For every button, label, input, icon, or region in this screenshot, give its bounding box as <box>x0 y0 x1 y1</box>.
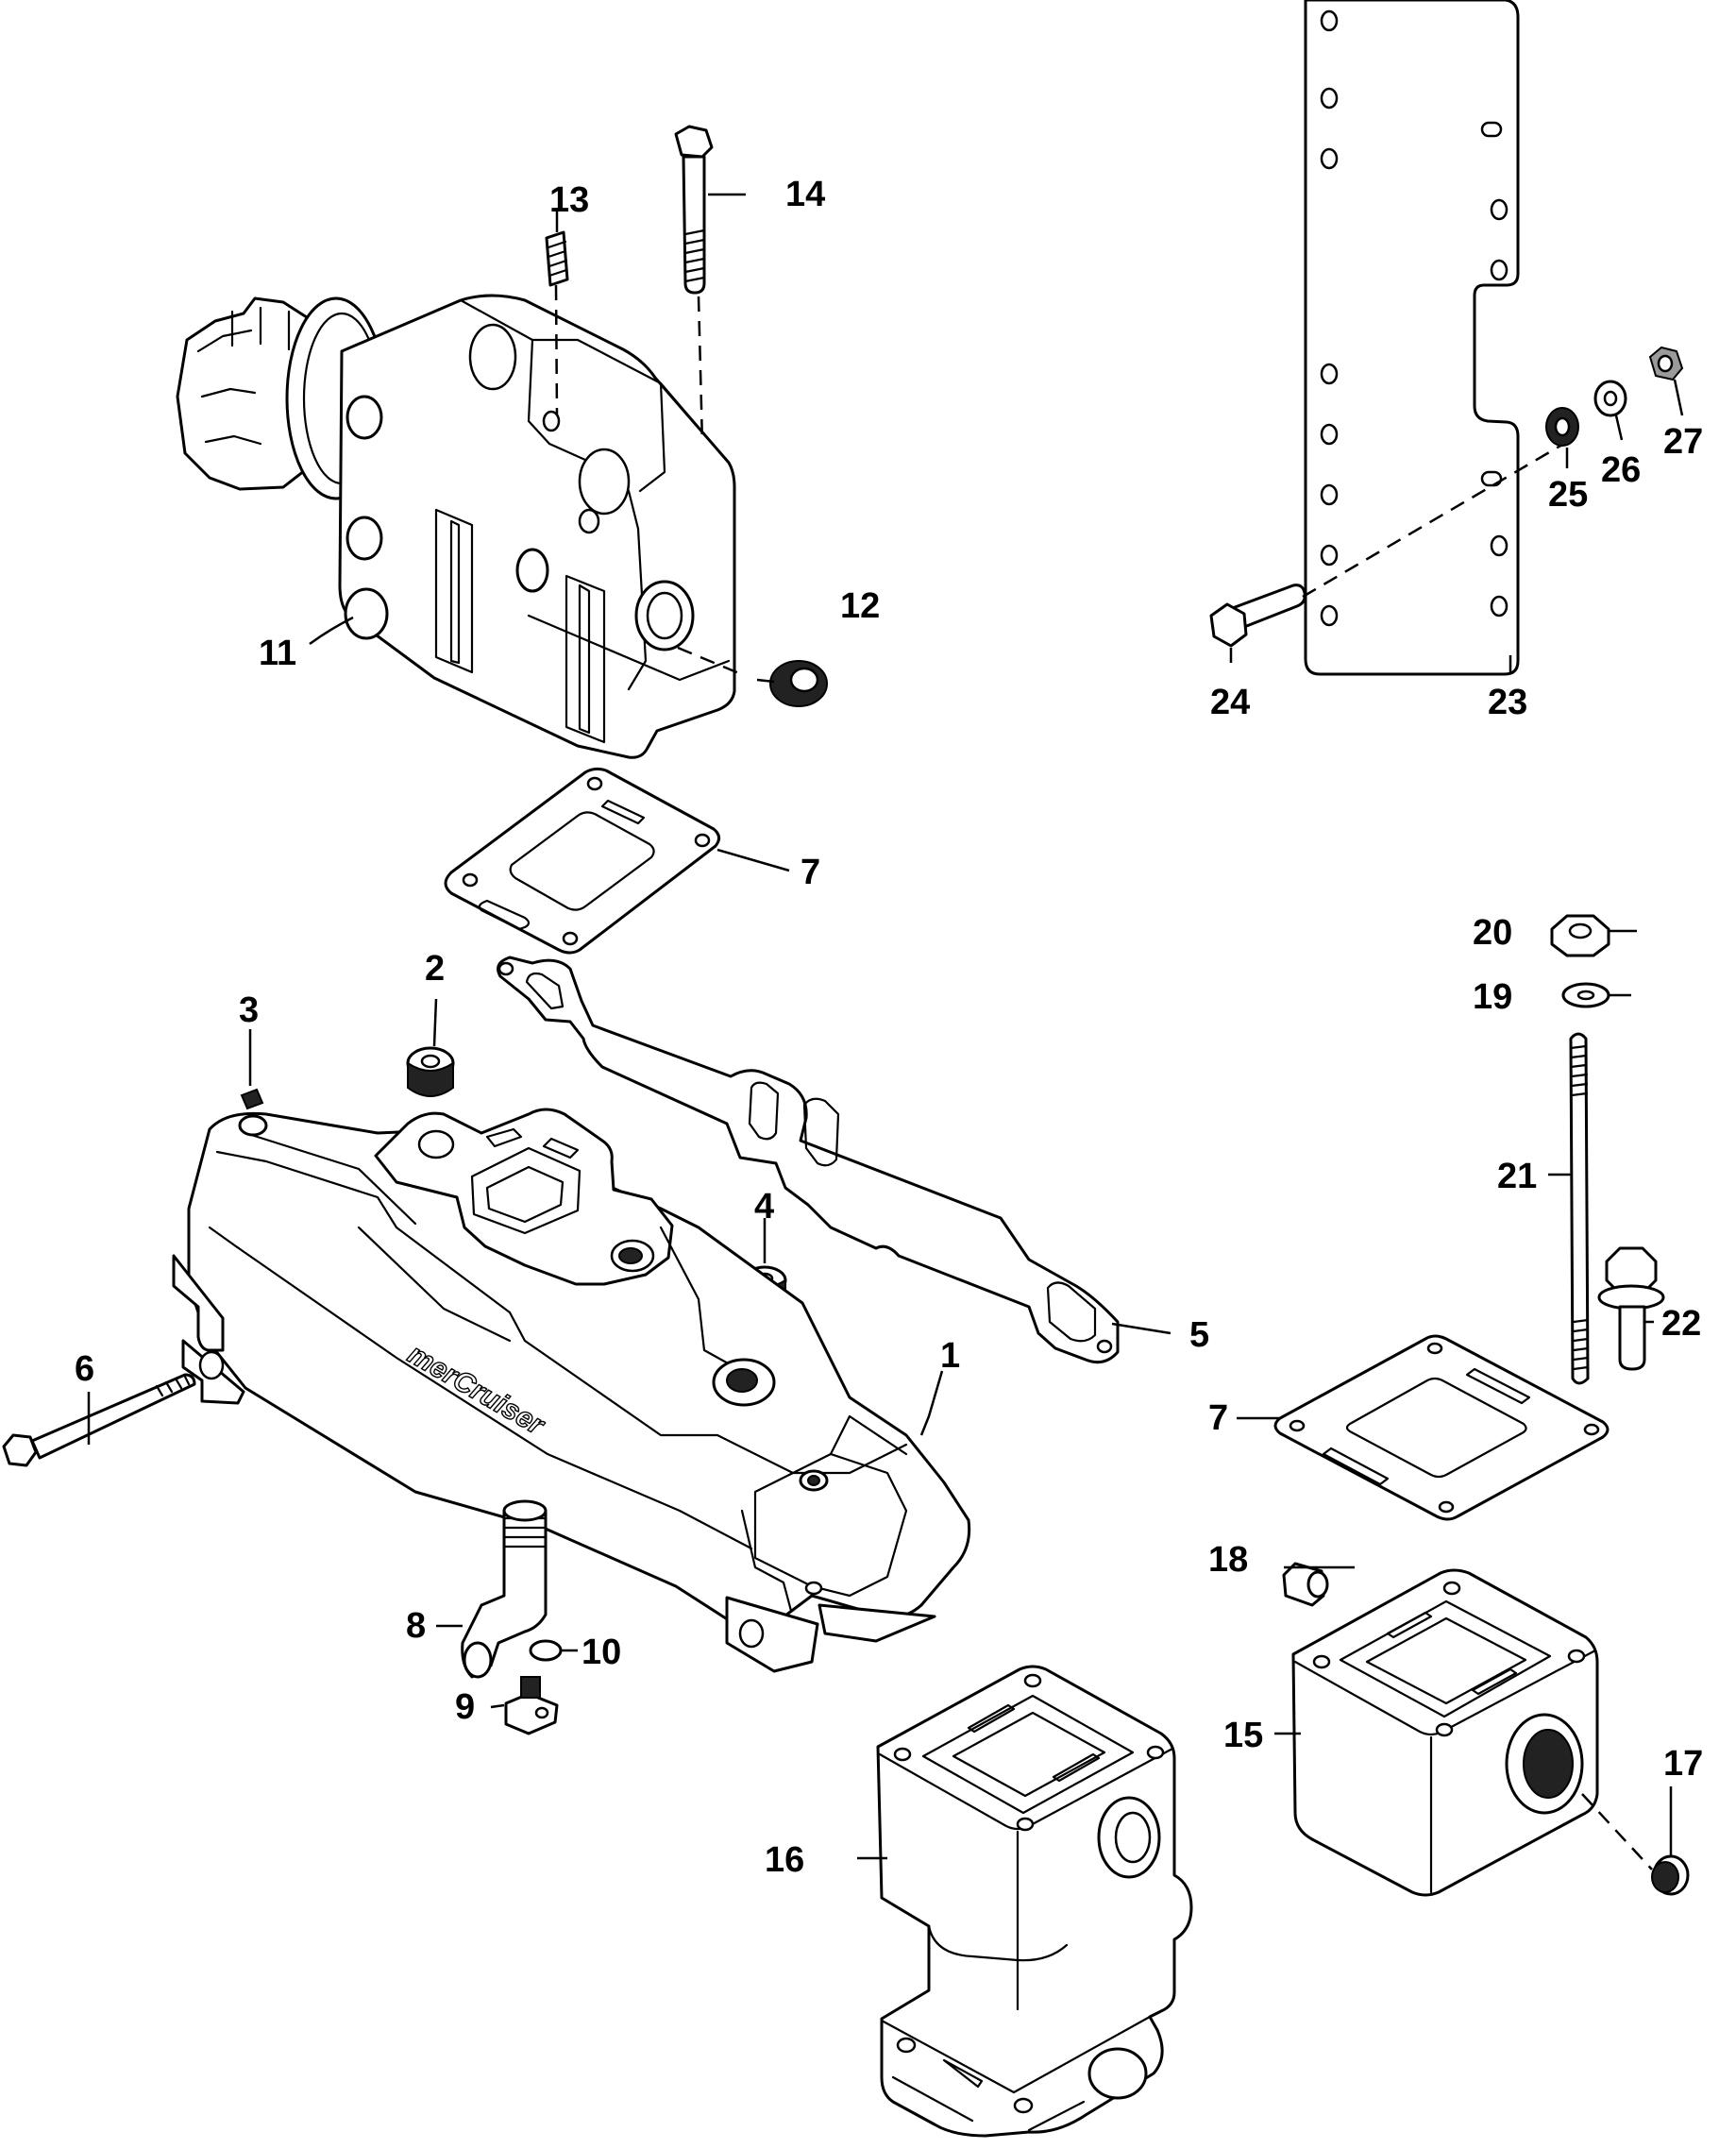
callout-3: 3 <box>239 990 259 1030</box>
plug-part-12 <box>769 660 828 707</box>
callout-27: 27 <box>1663 422 1703 462</box>
fitting-part-9 <box>504 1676 559 1735</box>
plug-part-13 <box>545 230 569 287</box>
callout-5: 5 <box>1189 1315 1209 1355</box>
riser-spacer-part-15 <box>1291 1568 1599 1897</box>
gasket-part-7-lower <box>1273 1334 1610 1521</box>
callout-9: 9 <box>455 1687 475 1727</box>
flat-washer-part-26 <box>1593 380 1627 417</box>
bolt-part-24 <box>1209 584 1306 648</box>
bolt-part-14 <box>674 125 714 295</box>
exhaust-elbow-part-16 <box>876 1665 1193 2138</box>
callout-24: 24 <box>1210 683 1250 722</box>
callout-12: 12 <box>840 586 880 626</box>
stud-part-21 <box>1569 1032 1590 1385</box>
mounting-plate-part-23 <box>1304 0 1520 676</box>
callout-10: 10 <box>581 1633 621 1672</box>
gasket-part-7-upper <box>444 767 720 955</box>
callout-11: 11 <box>259 634 296 673</box>
plug-part-2 <box>406 1046 455 1097</box>
callout-20: 20 <box>1473 913 1512 953</box>
callout-25: 25 <box>1548 475 1588 515</box>
bolt-part-22 <box>1597 1246 1665 1371</box>
nut-part-20 <box>1550 914 1610 957</box>
bolt-part-6 <box>2 1373 196 1467</box>
callout-7-upper: 7 <box>801 853 820 892</box>
leader-lines <box>87 193 1684 1860</box>
elbow-fitting-part-8 <box>461 1499 548 1679</box>
callout-26: 26 <box>1601 450 1641 490</box>
callout-labels: 1 2 3 4 5 6 7 7 8 9 10 11 12 13 14 15 16… <box>75 175 1703 1880</box>
callout-18: 18 <box>1208 1540 1248 1580</box>
plug-part-17 <box>1651 1854 1690 1896</box>
fitting-part-18 <box>1282 1562 1329 1607</box>
callout-13: 13 <box>549 180 589 220</box>
callout-6: 6 <box>75 1349 94 1389</box>
callout-19: 19 <box>1473 977 1512 1017</box>
exhaust-elbow-part-11 <box>176 294 736 759</box>
callout-15: 15 <box>1223 1716 1263 1755</box>
callout-22: 22 <box>1661 1304 1701 1344</box>
callout-21: 21 <box>1497 1157 1537 1196</box>
callout-16: 16 <box>765 1840 804 1880</box>
callout-23: 23 <box>1488 683 1527 722</box>
callout-8: 8 <box>406 1606 426 1646</box>
lock-washer-part-25 <box>1545 407 1579 447</box>
o-ring-part-10 <box>529 1639 563 1662</box>
callout-14: 14 <box>785 175 825 214</box>
gasket-part-5 <box>497 956 1120 1364</box>
plug-part-3 <box>240 1088 264 1110</box>
exhaust-manifold-part-1: merCruiser <box>172 1108 971 1673</box>
callout-17: 17 <box>1663 1744 1703 1784</box>
washer-part-19 <box>1561 982 1610 1008</box>
callout-2: 2 <box>425 949 445 989</box>
callout-4: 4 <box>754 1187 774 1227</box>
callout-1: 1 <box>940 1336 960 1376</box>
nut-part-27 <box>1648 346 1684 381</box>
callout-7-lower: 7 <box>1208 1398 1228 1438</box>
